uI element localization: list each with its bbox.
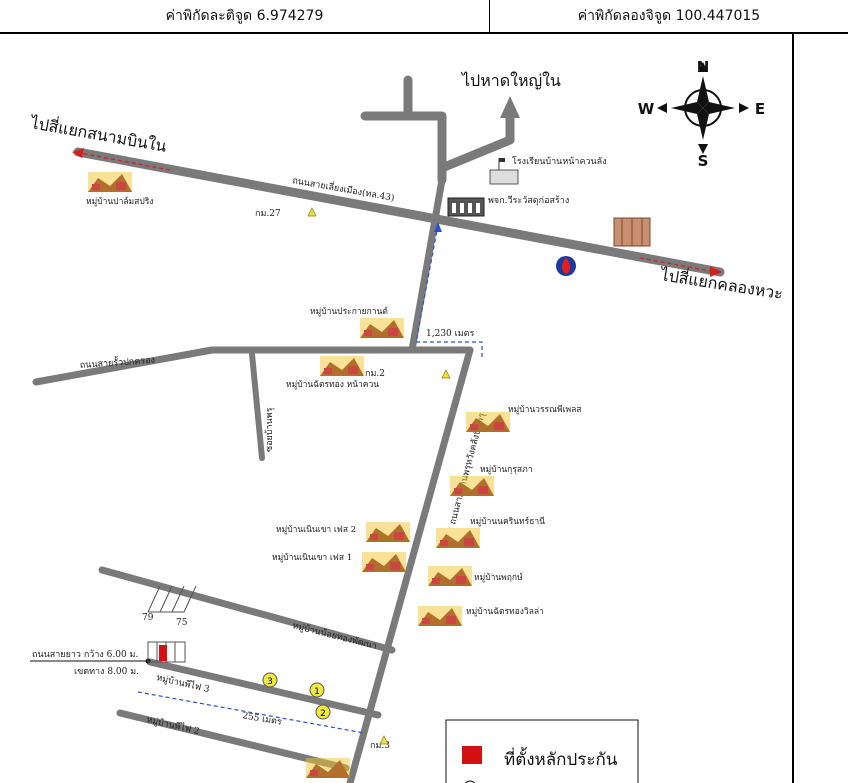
label-village-phruek: หมู่บ้านพฤกษ์ xyxy=(474,572,523,583)
label-km27: กม.27 xyxy=(255,209,281,219)
side-soi-road xyxy=(249,351,265,461)
label-road-width: ถนนสายยาว กว้าง 6.00 ม. xyxy=(32,649,138,660)
legend-collateral-label: ที่ตั้งหลักประกัน xyxy=(504,747,618,770)
label-right-of-way: เขตทาง 8.00 ม. xyxy=(74,667,139,677)
compass-west: W xyxy=(638,100,655,118)
label-village-noenkhao-1: หมู่บ้านเนินเขา เฟส 1 xyxy=(272,552,352,563)
ruam-pakrong-road xyxy=(32,346,474,386)
label-village-kurusapa: หมู่บ้านกุรุสภา xyxy=(480,464,532,475)
coordinate-header: ค่าพิกัดละติจูด 6.974279 ค่าพิกัดลองจิจู… xyxy=(0,0,848,34)
label-village-palm-spring: หมู่บ้านปาล์มสปริง xyxy=(86,196,153,207)
point-1: 1 xyxy=(314,687,320,697)
village-icon xyxy=(466,412,510,432)
village-icon xyxy=(366,522,410,542)
label-village-noenkhao-2: หมู่บ้านเนินเขา เฟส 2 xyxy=(276,524,356,535)
north-arrowhead xyxy=(500,96,520,118)
label-fifi-2: หมู่บ้านพีไฟ 2 xyxy=(145,714,200,737)
village-icon xyxy=(428,566,472,586)
direction-arrows xyxy=(79,152,717,273)
building-icon xyxy=(613,217,651,247)
right-border xyxy=(792,34,794,783)
legend: ที่ตั้งหลักประกัน xyxy=(445,719,639,783)
noi-thong-road xyxy=(98,566,396,654)
legend-collateral-swatch xyxy=(462,746,482,764)
label-village-chatthong-villa: หมู่บ้านฉัตรทองวิลล่า xyxy=(466,606,544,617)
bypass-road xyxy=(73,147,725,277)
villages: หมู่บ้านปาล์มสปริง หมู่บ้านประกายกานต์ ห… xyxy=(86,172,582,778)
distance-lines xyxy=(137,224,483,734)
numbered-points: 3 1 2 xyxy=(262,672,331,720)
village-icon xyxy=(362,552,406,572)
main-road-upper xyxy=(408,176,446,354)
label-km2: กม.2 xyxy=(365,369,385,379)
label-hat-yai-nai: ไปหาดใหญ่ใน xyxy=(460,71,561,90)
village-icon xyxy=(360,318,404,338)
label-village-prakaikarn: หมู่บ้านประกายกานต์ xyxy=(310,306,388,317)
village-icon xyxy=(320,356,364,376)
collateral-plot xyxy=(159,645,167,661)
school-icon xyxy=(489,158,519,185)
compass-south: S xyxy=(698,152,709,170)
village-icon xyxy=(418,606,462,626)
village-icon xyxy=(306,758,350,778)
village-icon xyxy=(450,476,494,496)
point-2: 2 xyxy=(320,709,326,719)
label-plot-75: 75 xyxy=(176,618,188,628)
latitude-cell: ค่าพิกัดละติจูด 6.974279 xyxy=(0,0,490,32)
distance-arrow-top xyxy=(434,222,442,232)
longitude-cell: ค่าพิกัดลองจิจูด 100.447015 xyxy=(577,8,761,24)
label-hospital: พจก.วีระวัสดุก่อสร้าง xyxy=(488,195,569,206)
fifi3-road xyxy=(146,658,382,719)
label-village-nakharin: หมู่บ้านนครินทร์ธานี xyxy=(470,516,545,527)
west-red-arrowhead xyxy=(72,148,84,158)
east-red-arrowhead xyxy=(710,266,722,277)
km-posts xyxy=(307,207,451,745)
compass-rose-icon xyxy=(657,62,749,154)
roads xyxy=(32,75,725,783)
label-side-soi: ซอยบ้านพรุ xyxy=(264,407,275,452)
label-school: โรงเรียนบ้านหน้าควนลัง xyxy=(512,156,607,167)
village-icon xyxy=(88,172,132,192)
land-plots xyxy=(147,585,197,663)
hospital-icon xyxy=(447,197,485,217)
north-road-stub xyxy=(360,75,447,173)
label-distance-1230: 1,230 เมตร xyxy=(426,329,474,339)
compass-east: E xyxy=(755,100,765,118)
label-airport-junction: ไปสี่แยกสนามบินใน xyxy=(27,111,168,156)
label-noi-thong: หมู่บ้านน้อยทองพัฒนา xyxy=(291,620,378,652)
label-village-chatthong-nakhuan: หมู่บ้านฉัตรทอง หน้าควน xyxy=(286,379,379,390)
label-plot-79: 79 xyxy=(142,613,154,623)
point-3: 3 xyxy=(267,677,273,687)
gas-station-icon xyxy=(556,256,576,276)
label-ruam-pakrong: ถนนสายรั้วปกครอง xyxy=(79,353,155,371)
compass-north: N xyxy=(697,58,710,76)
location-map: ไปหาดใหญ่ใน ไปสี่แยกสนามบินใน ไปสี่แยกคล… xyxy=(27,58,785,783)
label-km3: กม.3 xyxy=(370,741,390,751)
north-road xyxy=(437,113,515,185)
label-village-wannaphi: หมู่บ้านวรรณพีเพลส xyxy=(508,404,582,415)
label-distance-255: 255 เมตร xyxy=(241,711,282,728)
village-icon xyxy=(436,528,480,548)
